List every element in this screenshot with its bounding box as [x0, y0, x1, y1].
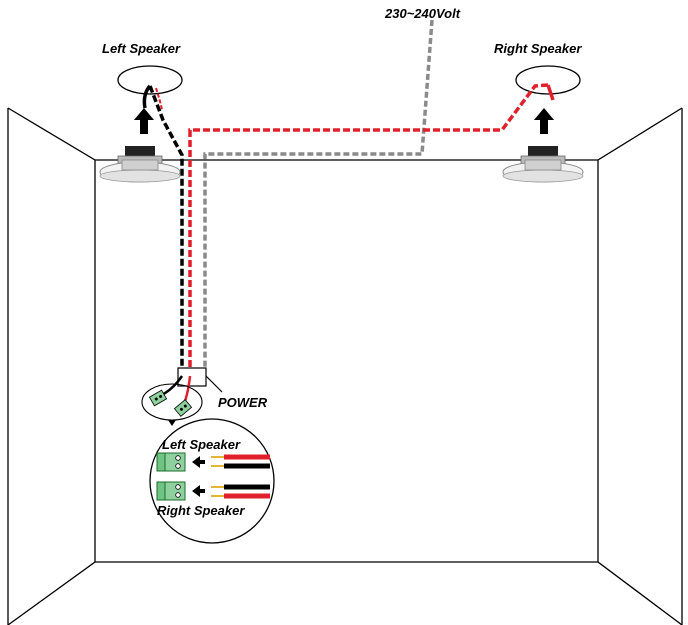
right-connector-small-icon: [173, 399, 193, 417]
inset-left-speaker-label: Left Speaker: [162, 437, 241, 452]
power-leader-line: [205, 375, 223, 393]
right-speaker-wire-end: [546, 84, 555, 101]
right-speaker-icon: [502, 146, 584, 183]
right-speaker-label: Right Speaker: [494, 41, 582, 56]
inset-right-speaker-label: Right Speaker: [157, 503, 245, 518]
power-label: POWER: [218, 395, 268, 410]
left-speaker-wire-tip-red: [155, 87, 163, 111]
inset-left-cable: [211, 454, 270, 469]
inset-left-arrow-icon: [192, 456, 205, 468]
left-connector-small-icon: [148, 389, 168, 407]
inset-right-cable: [211, 484, 270, 499]
callout-pointer-icon: [168, 420, 176, 426]
wall-box: [177, 367, 207, 387]
right-speaker-wire: [188, 83, 549, 376]
left-speaker-wire-tail: [142, 84, 152, 109]
right-wall-edge: [597, 107, 683, 625]
right-up-arrow-icon: [534, 108, 554, 134]
left-speaker-wire: [148, 85, 184, 376]
left-ceiling-cutout: [117, 65, 183, 95]
power-wire: [203, 19, 434, 370]
left-up-arrow-icon: [134, 108, 154, 134]
left-speaker-icon: [99, 146, 181, 183]
inset-right-connector-icon: [156, 481, 186, 501]
left-wall-edge: [7, 107, 96, 625]
voltage-label: 230~240Volt: [384, 6, 461, 21]
inset-right-arrow-icon: [192, 485, 205, 497]
room-outline: [7, 107, 683, 625]
left-speaker-label: Left Speaker: [102, 41, 181, 56]
inset-callout-circle: [149, 418, 275, 544]
right-ceiling-cutout: [515, 65, 581, 95]
inset-left-connector-icon: [156, 452, 186, 472]
